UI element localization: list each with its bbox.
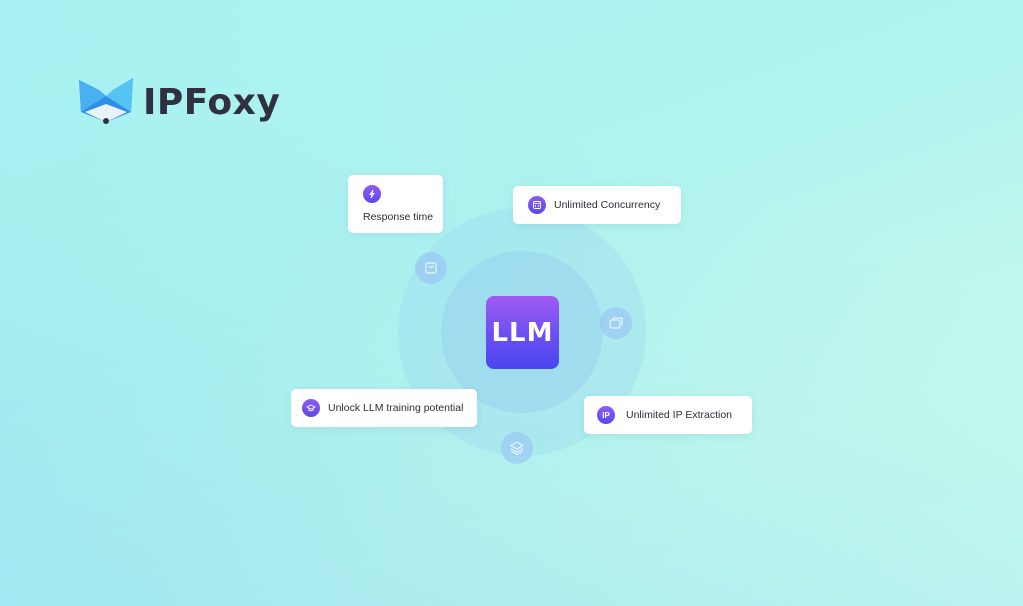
satellite-layers (501, 432, 533, 464)
feature-label: Unlock LLM training potential (328, 402, 464, 414)
feature-card-training: Unlock LLM training potential (291, 389, 477, 427)
shopping-bag-icon (425, 262, 437, 274)
chat-bubbles-icon (609, 317, 623, 329)
feature-card-response-time: Response time (348, 175, 443, 233)
feature-card-ip-extraction: IP Unlimited IP Extraction (584, 396, 752, 434)
llm-center-tile: LLM (486, 296, 559, 369)
satellite-shopping-bag (415, 252, 447, 284)
feature-card-concurrency: Unlimited Concurrency (513, 186, 681, 224)
feature-label: Response time (363, 211, 434, 223)
layers-icon (509, 441, 525, 456)
llm-label: LLM (491, 317, 554, 348)
ip-icon: IP (597, 406, 615, 424)
satellite-chat (600, 307, 632, 339)
fox-logo-icon (79, 78, 133, 124)
graduation-cap-icon (302, 399, 320, 417)
lightning-icon (363, 185, 381, 203)
feature-label: Unlimited IP Extraction (626, 409, 733, 421)
brand-logo: IPFoxy (77, 76, 280, 128)
brand-name: IPFoxy (143, 81, 281, 123)
code-window-icon (528, 196, 546, 214)
feature-label: Unlimited Concurrency (554, 199, 661, 211)
